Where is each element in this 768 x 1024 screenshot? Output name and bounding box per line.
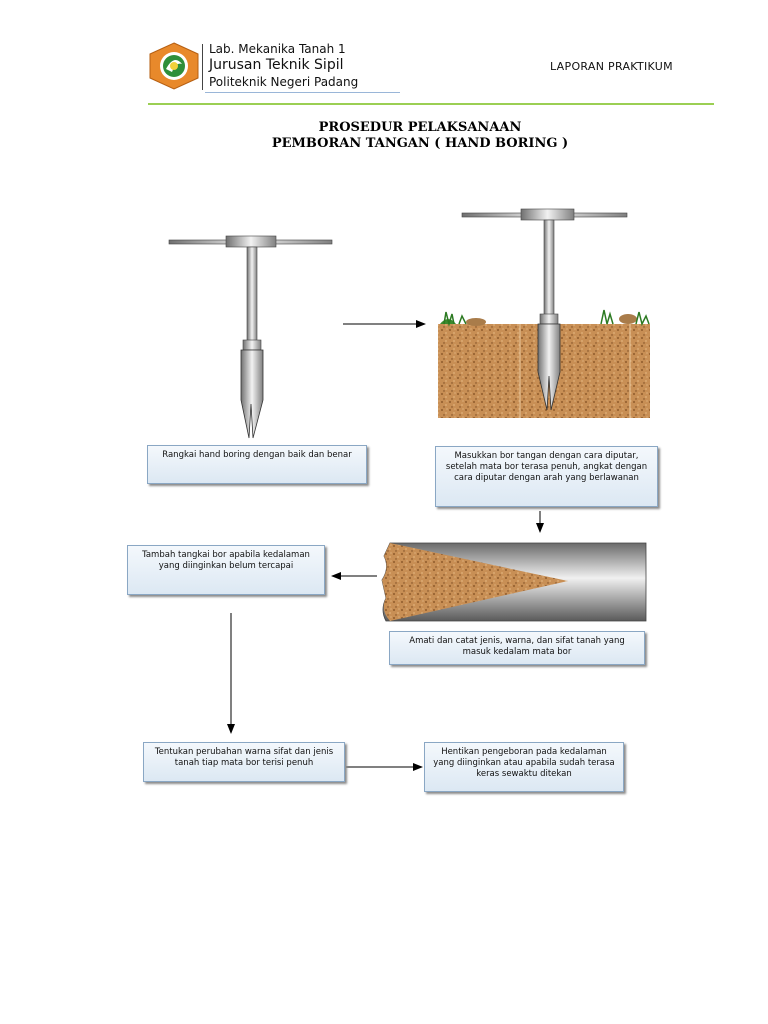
polytechnic-logo: [149, 42, 199, 90]
step-4-text: Tambah tangkai bor apabila kedalaman yan…: [142, 550, 310, 571]
step-5-determine-box: Tentukan perubahan warna sifat dan jenis…: [143, 742, 345, 782]
step-5-text: Tentukan perubahan warna sifat dan jenis…: [154, 747, 334, 768]
document-title-line1: PROSEDUR PELAKSANAAN: [318, 120, 522, 135]
step-6-text: Hentikan pengeboran pada kedalaman yang …: [433, 747, 615, 779]
header-underline-blue: [205, 92, 400, 93]
step-6-stop-box: Hentikan pengeboran pada kedalaman yang …: [424, 742, 624, 792]
auger-in-soil-illustration: [438, 208, 650, 418]
document-title-line2: PEMBORAN TANGAN ( HAND BORING ): [271, 136, 569, 151]
lab-name: Lab. Mekanika Tanah 1: [209, 42, 346, 56]
step-3-text: Amati dan catat jenis, warna, dan sifat …: [409, 636, 625, 657]
hand-auger-illustration: [168, 235, 333, 439]
header-rule: [148, 103, 714, 105]
step-1-assemble-box: Rangkai hand boring dengan baik dan bena…: [147, 445, 367, 484]
step-2-insert-box: Masukkan bor tangan dengan cara diputar,…: [435, 446, 658, 507]
header-divider: [202, 44, 203, 90]
auger-tube-soil-sample-illustration: [381, 542, 647, 622]
step-2-text: Masukkan bor tangan dengan cara diputar,…: [445, 451, 648, 483]
step-3-observe-box: Amati dan catat jenis, warna, dan sifat …: [389, 631, 645, 665]
department-name: Jurusan Teknik Sipil: [209, 57, 344, 73]
institution-name: Politeknik Negeri Padang: [209, 75, 359, 89]
report-label: LAPORAN PRAKTIKUM: [550, 60, 673, 73]
step-1-text: Rangkai hand boring dengan baik dan bena…: [162, 450, 352, 460]
step-4-extend-box: Tambah tangkai bor apabila kedalaman yan…: [127, 545, 325, 595]
